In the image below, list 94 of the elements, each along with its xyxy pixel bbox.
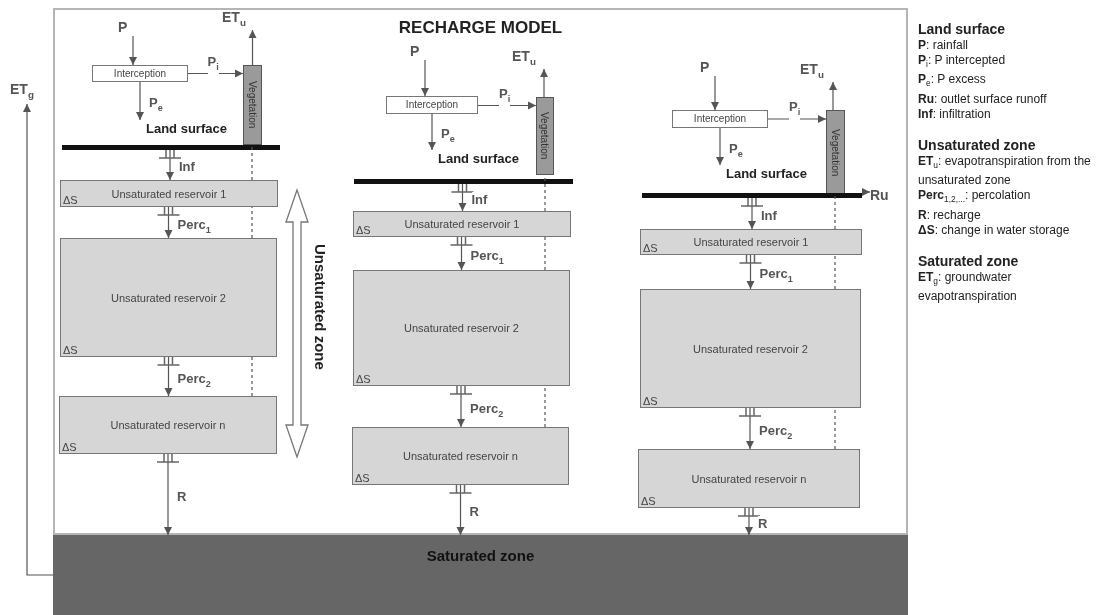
key-entry: ET$_{g}$: groundwater evapotranspiration — [918, 269, 1018, 304]
key-entry: Perc$_{1,2,...}$: percolation — [918, 188, 1032, 207]
arrow — [128, 35, 138, 66]
key-heading: Unsaturated zone — [918, 135, 1037, 154]
reservoir-box — [640, 289, 861, 408]
vegetation-box: Vegetation — [243, 65, 262, 145]
vegetation-box: Vegetation — [536, 97, 554, 175]
storage-label: ΔS — [356, 373, 371, 385]
key-entry: R: recharge — [918, 207, 982, 223]
key-entry: Ru: outlet surface runoff — [918, 91, 1048, 107]
dashed-line — [251, 144, 253, 181]
arrow — [457, 236, 466, 271]
variable-label: ET$_{g}$ — [10, 80, 44, 104]
arrow — [248, 29, 257, 66]
key-entry: P$_{e}$: P excess — [918, 72, 987, 91]
reservoir-box — [638, 449, 860, 508]
variable-label: ET$_{u}$ — [800, 60, 840, 82]
edge-label: P$_{i}$ — [789, 99, 801, 120]
process-box: Interception — [92, 65, 188, 82]
reservoir-box — [60, 238, 277, 357]
storage-label: ΔS — [356, 224, 371, 236]
reservoir-label: Unsaturated reservoir n — [403, 450, 518, 462]
dashed-line — [544, 385, 546, 428]
arrow — [456, 484, 465, 536]
reservoir-label: Unsaturated reservoir 2 — [404, 322, 519, 334]
reservoir-box — [640, 229, 862, 255]
arrow — [715, 127, 725, 166]
arrow — [745, 407, 755, 450]
dashed-line — [834, 194, 836, 230]
arrow — [164, 356, 173, 397]
reservoir-label: Unsaturated reservoir 1 — [404, 218, 520, 230]
block-arrow — [285, 188, 309, 459]
arrow — [135, 81, 145, 121]
variable-label: ET$_{u}$ — [512, 47, 552, 69]
arrow — [767, 114, 827, 124]
reservoir-box — [59, 396, 277, 454]
arrow — [828, 81, 838, 111]
arrow — [710, 75, 720, 111]
variable-label: P — [700, 58, 730, 76]
arrow — [427, 113, 437, 151]
dashed-line — [544, 236, 546, 271]
arrow — [164, 206, 173, 239]
vegetation-box: Vegetation — [826, 110, 845, 195]
arrow — [746, 254, 755, 290]
arrow — [456, 385, 466, 428]
arrow — [744, 507, 754, 536]
dashed-line — [251, 206, 253, 239]
key-heading: Land surface — [918, 20, 1007, 38]
key-entry: Inf: infiltration — [918, 106, 992, 122]
arrow — [458, 183, 467, 212]
storage-label: ΔS — [355, 472, 370, 484]
model-title: RECHARGE MODEL — [398, 18, 563, 38]
reservoir-label: Unsaturated reservoir n — [691, 472, 807, 485]
arrow — [22, 103, 54, 576]
reservoir-label: Unsaturated reservoir 1 — [693, 236, 809, 248]
arrow — [477, 101, 537, 110]
storage-label: ΔS — [63, 194, 78, 206]
arrow — [861, 187, 871, 197]
reservoir-box — [353, 270, 570, 386]
storage-label: ΔS — [641, 495, 656, 507]
dashed-line — [834, 254, 836, 290]
key-entry: ΔS: change in water storage — [918, 222, 1071, 238]
arrow — [165, 149, 175, 181]
reservoir-label: Unsaturated reservoir 1 — [111, 187, 227, 200]
storage-label: ΔS — [643, 242, 658, 254]
variable-label: P — [118, 18, 148, 36]
dashed-line — [834, 407, 836, 450]
dashed-line — [251, 356, 253, 397]
saturated-zone-band: Saturated zone — [53, 535, 908, 615]
key-entry: P: rainfall — [918, 38, 970, 53]
storage-label: ΔS — [63, 344, 78, 356]
reservoir-label: Unsaturated reservoir n — [110, 419, 226, 431]
arrow — [163, 453, 173, 536]
process-box: Interception — [386, 96, 478, 114]
process-box: Interception — [672, 110, 768, 128]
key-entry: P$_{i}$: P intercepted — [918, 53, 1007, 72]
reservoir-label: Unsaturated reservoir 2 — [111, 291, 226, 304]
reservoir-box — [60, 180, 278, 207]
storage-label: ΔS — [62, 441, 77, 453]
zone-label: Unsaturated zone — [312, 244, 329, 370]
key-heading: Saturated zone — [918, 251, 1020, 270]
model-frame — [53, 8, 908, 535]
storage-label: ΔS — [643, 395, 658, 407]
arrow — [747, 197, 757, 230]
arrow — [420, 59, 430, 97]
arrow — [539, 68, 549, 98]
arrow — [187, 69, 244, 78]
reservoir-box — [353, 211, 571, 237]
reservoir-box — [352, 427, 569, 485]
variable-label: ET$_{u}$ — [222, 8, 262, 30]
variable-label: Ru — [870, 186, 904, 210]
reservoir-label: Unsaturated reservoir 2 — [693, 342, 808, 355]
variable-label: P — [410, 42, 440, 60]
key-entry: ET$_{u}$: evapotranspiration from the unsaturated zone — [918, 153, 1092, 189]
